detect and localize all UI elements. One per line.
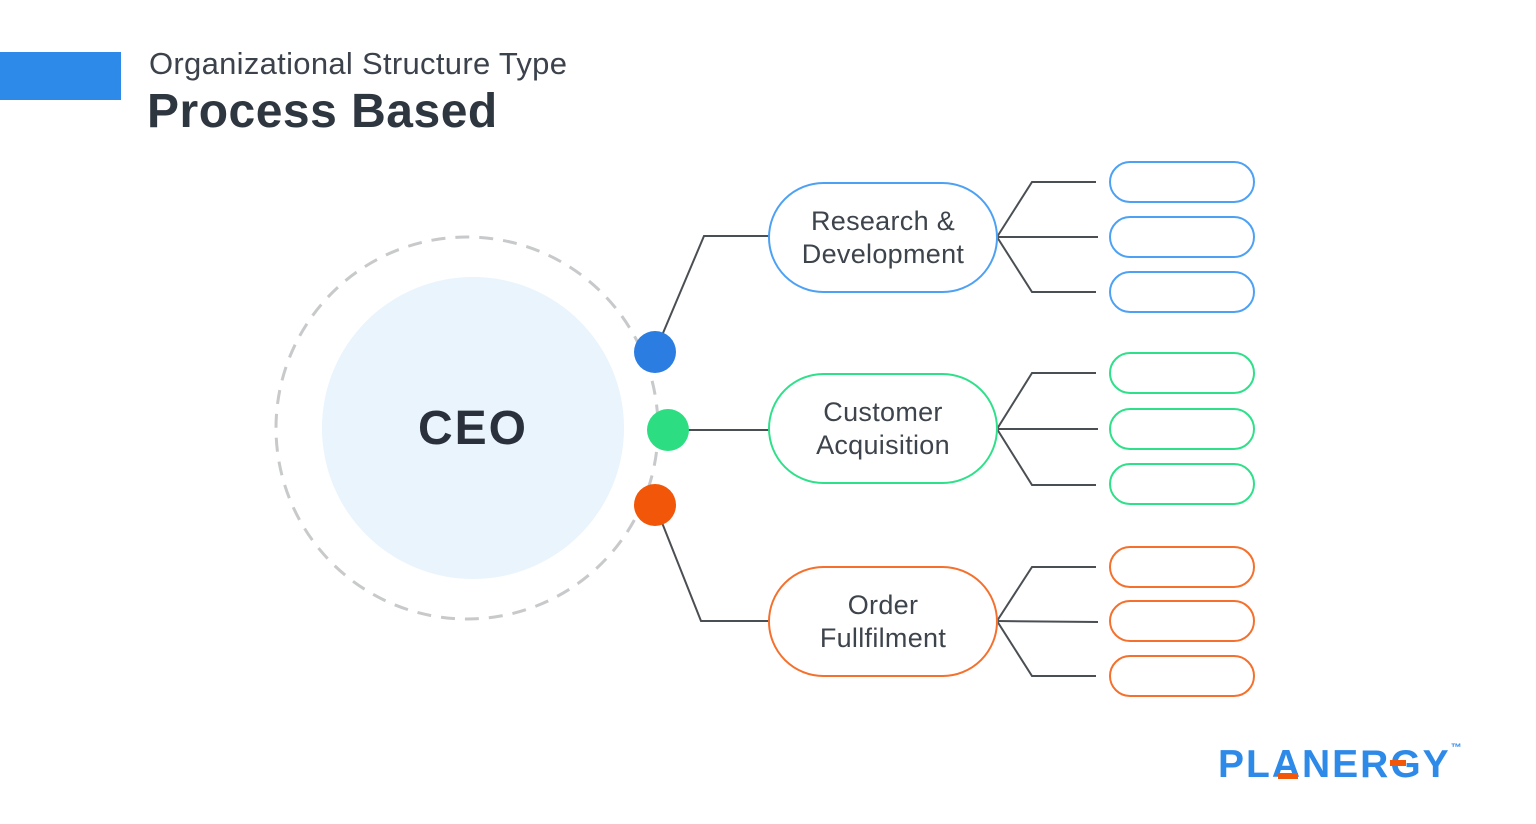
empty-child-slot-research-1 [1109, 161, 1255, 203]
connector-order-slot-3 [996, 620, 1096, 677]
ceo-node: CEO [322, 277, 624, 579]
logo-text: PLANERGY [1218, 743, 1451, 786]
branch-label-line: Research & [810, 205, 956, 236]
connector-order-slot-2 [996, 620, 1099, 623]
connector-research-slot-1 [996, 181, 1096, 238]
header-subtitle: Organizational Structure Type [149, 46, 568, 81]
logo-trademark: ™ [1450, 742, 1462, 754]
connector-customer-slot-1 [996, 372, 1096, 430]
ceo-label: CEO [417, 401, 528, 455]
connector-order-slot-1 [996, 566, 1096, 622]
connector-research-slot-3 [996, 236, 1096, 293]
connector-lines [654, 181, 1099, 677]
empty-child-slot-order-1 [1109, 546, 1255, 588]
empty-child-slot-research-2 [1109, 216, 1255, 258]
empty-child-slot-research-3 [1109, 271, 1255, 313]
branch-node-research-development: Research & Development [768, 182, 998, 293]
branch-label-line: Customer [823, 396, 943, 427]
branch-dot-customer [647, 409, 689, 451]
branch-label-line: Fullfilment [819, 622, 947, 653]
branch-label-line: Order [847, 589, 919, 620]
connector-ceo-order [654, 504, 772, 622]
page-title: Process Based [147, 85, 498, 138]
branch-node-order-fullfilment: Order Fullfilment [768, 566, 998, 677]
connector-customer-slot-3 [996, 428, 1096, 486]
planergy-logo: PLANERGY™ [1218, 742, 1462, 790]
empty-child-slot-customer-1 [1109, 352, 1255, 394]
logo-accent-a-icon [1278, 773, 1298, 779]
empty-child-slot-customer-2 [1109, 408, 1255, 450]
branch-label-line: Development [801, 238, 965, 269]
branch-node-customer-acquisition: Customer Acquisition [768, 373, 998, 484]
branch-dot-research [634, 331, 676, 373]
logo-accent-g-icon [1390, 760, 1406, 766]
empty-child-slot-customer-3 [1109, 463, 1255, 505]
branch-label-line: Acquisition [816, 429, 950, 460]
connector-ceo-research [654, 235, 772, 353]
branch-dot-order [634, 484, 676, 526]
header-accent-bar [0, 52, 121, 100]
empty-child-slot-order-2 [1109, 600, 1255, 642]
empty-child-slot-order-3 [1109, 655, 1255, 697]
